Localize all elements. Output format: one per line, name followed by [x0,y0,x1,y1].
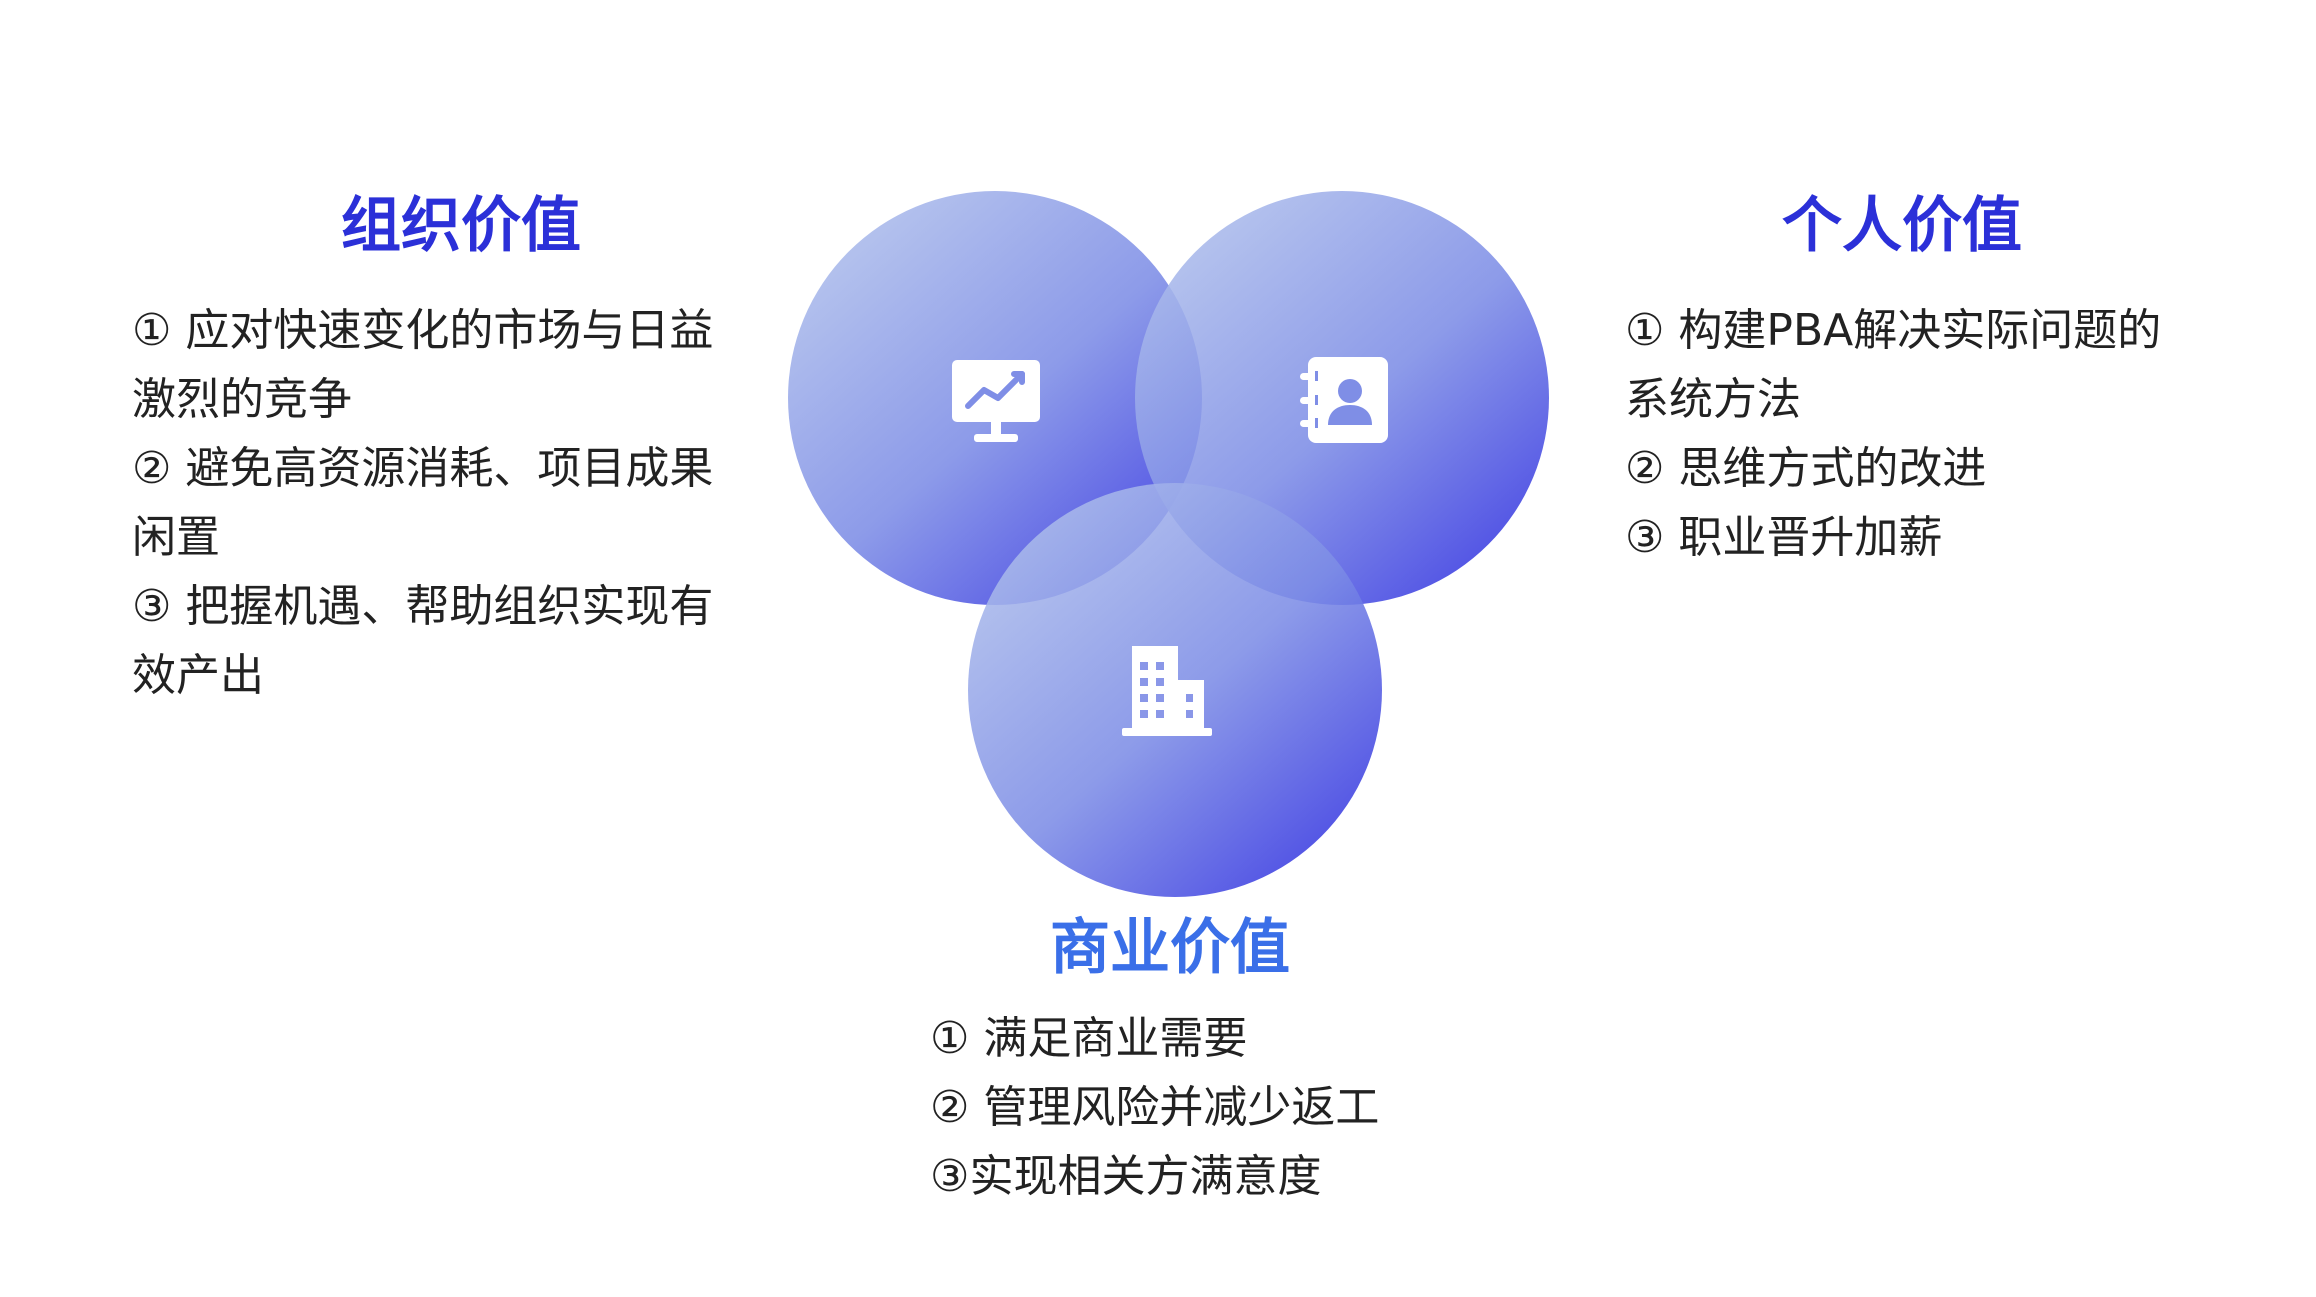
building-icon [1122,646,1212,736]
personal-value-title: 个人价值 [1782,191,2022,261]
list-item: ③ 把握机遇、帮助组织实现有效产出 [132,581,714,701]
list-item: ① 满足商业需要 [930,1013,1248,1064]
list-item: ① 应对快速变化的市场与日益激烈的竞争 [132,305,714,425]
personal-value-list: ① 构建PBA解决实际问题的系统方法 ② 思维方式的改进 ③ 职业晋升加薪 [1625,296,2205,572]
list-item: ② 思维方式的改进 [1625,443,1987,494]
business-value-list: ① 满足商业需要 ② 管理风险并减少返工 ③实现相关方满意度 [930,1004,1450,1211]
list-item: ② 管理风险并减少返工 [930,1082,1380,1133]
contact-book-icon [1300,357,1388,443]
org-value-title: 组织价值 [341,191,581,261]
list-item: ③实现相关方满意度 [930,1151,1322,1202]
business-value-title: 商业价值 [1050,913,1290,983]
list-item: ① 构建PBA解决实际问题的系统方法 [1625,305,2162,425]
list-item: ② 避免高资源消耗、项目成果闲置 [132,443,714,563]
monitor-chart-icon [952,360,1040,442]
org-value-list: ① 应对快速变化的市场与日益激烈的竞争 ② 避免高资源消耗、项目成果闲置 ③ 把… [132,296,732,710]
list-item: ③ 职业晋升加薪 [1625,512,1943,563]
